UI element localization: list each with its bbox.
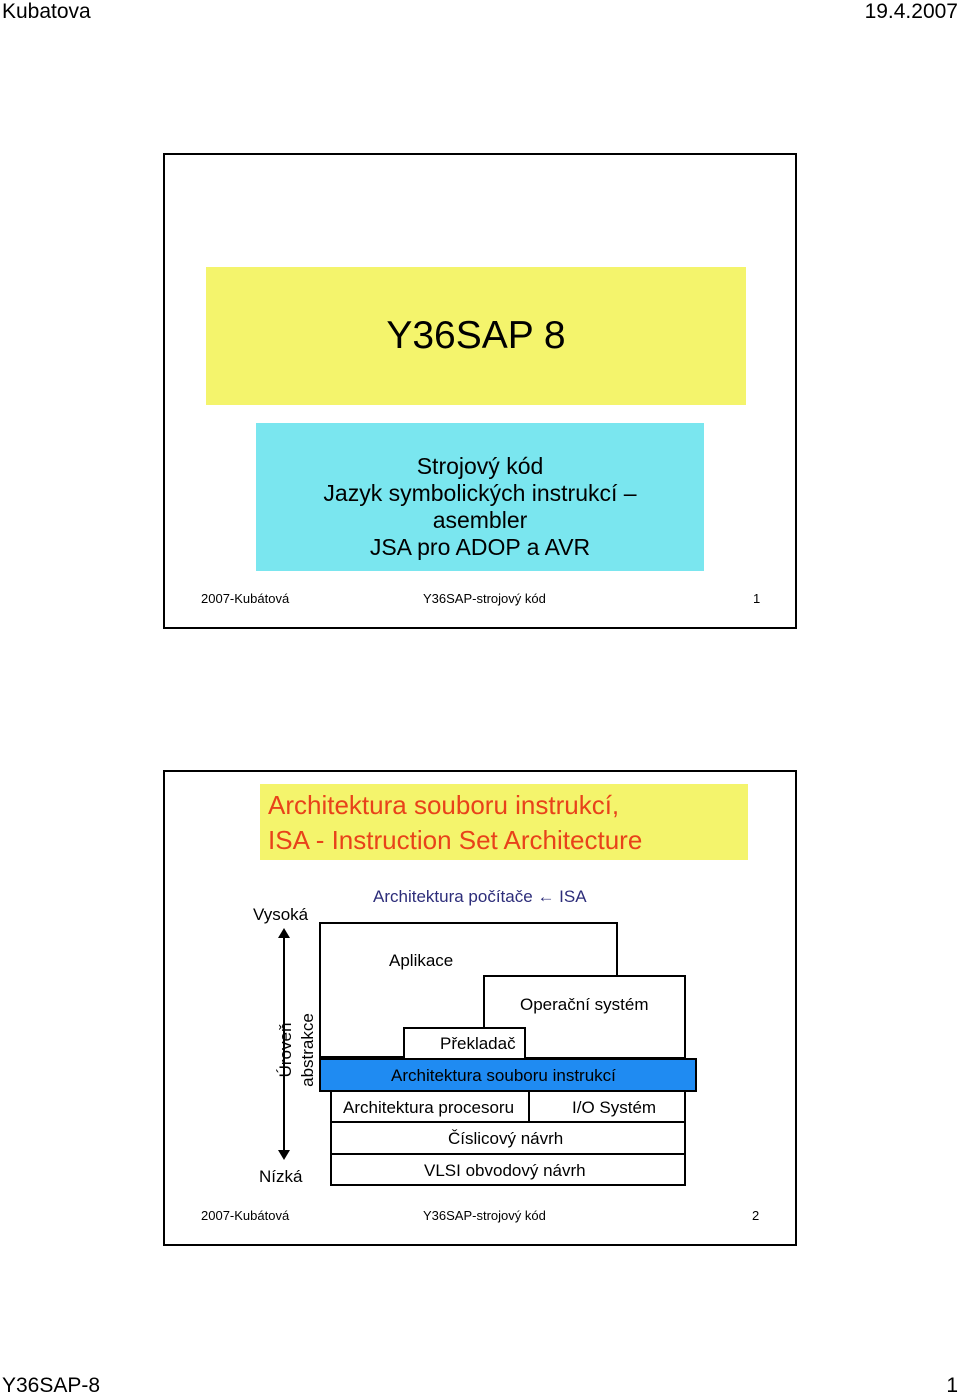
layer-applications-label: Aplikace [389,951,454,970]
layer-io: I/O Systém [528,1090,686,1123]
topic-item: Strojový kód [416,453,544,479]
slide-2-title-line2: ISA - Instruction Set Architecture [268,825,643,855]
layer-vlsi: VLSI obvodový návrh [330,1153,686,1186]
slide-2-title-box: Architektura souboru instrukcí, ISA - In… [260,784,748,860]
layer-vlsi-label: VLSI obvodový návrh [424,1161,586,1180]
subtitle-isa: ISA [559,887,587,906]
axis-high-label: Vysoká [253,905,309,924]
abstraction-axis-arrow [278,928,290,1160]
layer-compiler: Překladač [403,1027,526,1060]
slide-2-footer-left: 2007-Kubátová [201,1208,290,1223]
slide-1: Y36SAP 8 Strojový kód Jazyk symbolických… [163,153,797,629]
layer-isa: Architektura souboru instrukcí [319,1058,697,1092]
slide-1-page-number: 1 [753,591,761,606]
layer-digital: Číslicový návrh [330,1121,686,1155]
topic-item: Jazyk symbolických instrukcí – [323,480,637,506]
layer-processor-label: Architektura procesoru [343,1098,515,1117]
layer-processor: Architektura procesoru [330,1090,530,1123]
slide-1-title: Y36SAP 8 [386,314,566,357]
axis-label: Úroveň abstrakce [275,985,319,1115]
axis-label-line1: Úroveň [276,1022,295,1078]
layer-compiler-label: Překladač [440,1034,516,1053]
topic-item: asembler [432,507,528,533]
slide-2: Architektura souboru instrukcí, ISA - In… [163,770,797,1246]
layer-io-label: I/O Systém [572,1098,657,1117]
topic-item: JSA pro ADOP a AVR [369,534,591,560]
title-banner: Y36SAP 8 [206,267,746,405]
page-footer-left: Y36SAP-8 [2,1374,101,1397]
slide-1-footer-center: Y36SAP-strojový kód [423,591,546,606]
header-author: Kubatova [2,0,91,23]
header-date: 19.4.2007 [864,0,958,23]
layer-digital-label: Číslicový návrh [448,1129,564,1148]
layer-isa-label: Architektura souboru instrukcí [391,1066,616,1085]
topics-box: Strojový kód Jazyk symbolických instrukc… [256,423,704,571]
axis-label-line2: abstrakce [298,1013,317,1087]
page-footer-right: 1 [946,1374,958,1397]
subtitle-text: Architektura počítače [373,887,533,906]
slide-2-footer-center: Y36SAP-strojový kód [423,1208,546,1223]
slide-2-page-number: 2 [752,1208,760,1223]
slide-2-subtitle: Architektura počítače ← ISA [373,887,587,907]
axis-low-label: Nízká [259,1167,303,1186]
slide-2-title-line1: Architektura souboru instrukcí, [268,790,620,820]
layer-os-label: Operační systém [520,995,649,1014]
slide-1-footer-left: 2007-Kubátová [201,591,290,606]
arrow-left-icon: ← [537,887,555,906]
